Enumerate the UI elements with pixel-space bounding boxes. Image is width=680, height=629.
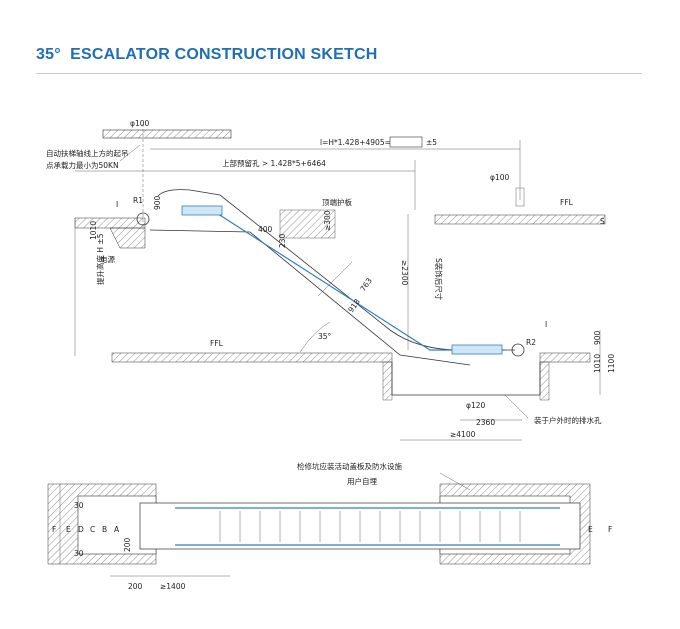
plan-steps (219, 511, 521, 542)
rise-height-label: 提升高度 H ±5 (95, 233, 105, 285)
plan-30b-label: 30 (74, 549, 84, 558)
formula-label: l=H*1.428+4905= (320, 138, 391, 147)
pit-note-label: 检修坑应装活动盖板及防水设施 (297, 461, 402, 471)
plan-f-left-label: F (52, 525, 56, 534)
ffl-right-label: FFL (560, 198, 574, 207)
ceiling-slab (102, 129, 232, 139)
d763-label: 763 (358, 276, 374, 293)
d900-right-label: 900 (593, 330, 602, 345)
plan-30a-label: 30 (74, 501, 84, 510)
d900-top-label: 900 (153, 195, 162, 210)
upper-floor-slab-right (434, 214, 606, 225)
ffl-left-label: FFL (210, 339, 224, 348)
plan-e-right-label: E (588, 525, 593, 534)
r2-label: R2 (526, 338, 536, 347)
angle-arc (299, 321, 331, 353)
plan-200-side-label: 200 (123, 537, 132, 552)
lift-point-r2 (511, 343, 525, 357)
phi100-right-label: φ100 (490, 173, 509, 182)
d4100-label: ≥4100 (450, 430, 476, 439)
plan-d-label: D (78, 525, 84, 534)
pit-wall-left (382, 361, 393, 401)
plan-200-label: 200 (128, 582, 143, 591)
lower-pit-outline (391, 362, 541, 396)
lift-note-line2: 点承载力最小为50KN (46, 160, 119, 170)
angle-degree: 35° (36, 46, 61, 63)
formula-tolerance: ±5 (426, 138, 437, 147)
section-cut-line (317, 261, 353, 297)
lift-note-line1: 自动扶梯轴线上方的起吊 (46, 148, 129, 158)
upper-landing-plate (181, 205, 223, 216)
i-left-label: I (116, 200, 118, 209)
d2360-label: 2360 (476, 418, 495, 427)
plan-c-label: C (90, 525, 95, 534)
lift-note-leader (119, 144, 141, 162)
right-lift-hook (515, 187, 525, 207)
drain-leader (504, 394, 529, 419)
top-guard-label: 顶端护板 (322, 197, 352, 207)
plan-f-right-label: F (608, 525, 612, 534)
title-divider (36, 73, 642, 74)
r1-label: R1 (133, 196, 143, 205)
user-buried-label: 用户自埋 (347, 476, 377, 486)
d230-label: 230 (278, 233, 287, 248)
d2300-label: ≥2300 (400, 260, 409, 286)
formula-input-box (389, 136, 423, 148)
handrail-line (185, 211, 505, 351)
power-label: 电源 (100, 254, 115, 264)
s-mark-label: S (600, 217, 605, 226)
plan-a-label: A (114, 525, 120, 534)
pit-wall-right (539, 361, 550, 401)
lower-floor-slab-right (539, 352, 591, 363)
d400-label: 400 (258, 225, 273, 234)
plan-e-left-label: E (66, 525, 71, 534)
plan-b-label: B (102, 525, 107, 534)
upper-pit-support (109, 227, 146, 249)
angle-label: 35° (318, 332, 332, 341)
drain-label: 装于户外时的排水孔 (534, 415, 602, 425)
lift-point-r1 (136, 212, 150, 226)
d1010-right-label: 1010 (593, 354, 602, 373)
i-right-label: I (545, 320, 547, 329)
plan-1400-label: ≥1400 (160, 582, 186, 591)
d1010-left-label: 1010 (89, 221, 98, 240)
upper-floor-slab-left (74, 217, 146, 229)
top-opening-label: 上部预留孔 > 1.428*5+6464 (222, 158, 326, 168)
d1100-label: 1100 (607, 354, 616, 373)
lower-landing-plate (451, 344, 503, 355)
d300-label: ≥300 (323, 210, 332, 231)
title-text: ESCALATOR CONSTRUCTION SKETCH (70, 46, 378, 63)
truss-bottom-edge (149, 229, 471, 366)
s-after-label: S装饰后尺寸 (434, 258, 444, 301)
lower-floor-slab-left (111, 352, 393, 363)
phi120-label: φ120 (466, 401, 485, 410)
phi100-top-label: φ100 (130, 119, 149, 128)
page-title: 35° ESCALATOR CONSTRUCTION SKETCH (36, 46, 378, 64)
top-guard-hatch (279, 209, 336, 239)
